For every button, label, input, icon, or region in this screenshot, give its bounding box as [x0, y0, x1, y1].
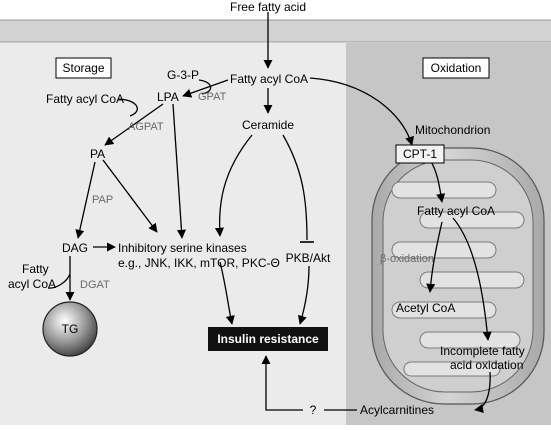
arrow-pa-to-dag — [75, 161, 96, 239]
acetyl-coa-label: Acetyl CoA — [396, 301, 455, 315]
pa-label: PA — [90, 147, 105, 161]
pkb-akt-label: PKB/Akt — [286, 251, 331, 265]
fatty-acyl-coa-left-label: Fatty acyl CoA — [46, 92, 124, 106]
arrow-acylcoa-to-lpa — [182, 79, 229, 98]
pap-label: PAP — [92, 194, 113, 206]
cpt1-label: CPT-1 — [403, 147, 437, 161]
ceramide-label: Ceramide — [242, 118, 294, 132]
storage-label-box — [55, 57, 112, 79]
fatty-acyl-coa-dgat-label-line2: acyl CoA — [8, 277, 56, 291]
arrow-lpa-to-pa — [104, 103, 164, 146]
incomplete-oxidation-label-line1: Incomplete fatty — [440, 344, 525, 358]
arrow-g3p-to-gpat — [198, 79, 212, 95]
dgat-label: DGAT — [80, 279, 110, 291]
arrow-incomplete-to-acylcarnitines — [474, 371, 491, 414]
incomplete-oxidation-label-line2: acid oxidation — [450, 358, 523, 372]
arrow-question-to-insulin-resistance — [261, 355, 303, 411]
acylcarnitines-label: Acylcarnitines — [360, 403, 434, 417]
arrow-acylcoa-to-cpt1 — [309, 77, 414, 146]
storage-label: Storage — [62, 61, 104, 75]
arrow-pa-to-kinases — [102, 159, 158, 233]
arrow-mito-acylcoa-to-acetylcoa — [426, 221, 443, 293]
kinases-label-line2: e.g., JNK, IKK, mTOR, PKC-Θ — [118, 256, 280, 270]
arrow-left-acylcoa-to-agpat — [117, 98, 138, 117]
arrow-pkb-to-insulin-resistance — [297, 265, 310, 325]
unknown-link-label: ? — [310, 403, 317, 417]
fatty-acyl-coa-dgat-label-line1: Fatty — [22, 262, 49, 276]
arrow-lpa-to-kinases — [172, 103, 186, 239]
oxidation-label: Oxidation — [431, 61, 482, 75]
arrow-dgat-acylcoa-join — [47, 273, 71, 289]
cpt1-box — [395, 144, 445, 164]
gpat-label: GPAT — [198, 91, 227, 103]
fatty-acyl-coa-main-label: Fatty acyl CoA — [230, 72, 308, 86]
mitochondrion-label: Mitochondrion — [415, 123, 490, 137]
tg-label: TG — [62, 322, 79, 336]
beta-oxidation-label: β-oxidation — [380, 253, 434, 265]
mito-fatty-acyl-coa-label: Fatty acyl CoA — [417, 204, 495, 218]
tg-lipid-droplet — [42, 301, 98, 357]
lpa-label: LPA — [157, 90, 179, 104]
agpat-label: AGPAT — [128, 121, 164, 133]
insulin-resistance-label: Insulin resistance — [217, 332, 319, 346]
insulin-resistance-box — [208, 327, 328, 351]
cell-membrane-band — [0, 20, 551, 42]
oxidation-label-box — [422, 57, 490, 79]
dag-label: DAG — [62, 241, 88, 255]
arrow-kinases-to-insulin-resistance — [219, 261, 235, 325]
arrow-ceramide-inhibits-pkb — [282, 134, 308, 241]
kinases-label-line1: Inhibitory serine kinases — [118, 241, 247, 255]
arrow-ceramide-to-kinases — [214, 134, 253, 237]
pathway-connectors — [47, 12, 492, 414]
arrow-mito-acylcoa-to-incomplete — [452, 217, 492, 341]
g3p-label: G-3-P — [167, 68, 199, 82]
free-fatty-acid-label: Free fatty acid — [230, 0, 306, 14]
